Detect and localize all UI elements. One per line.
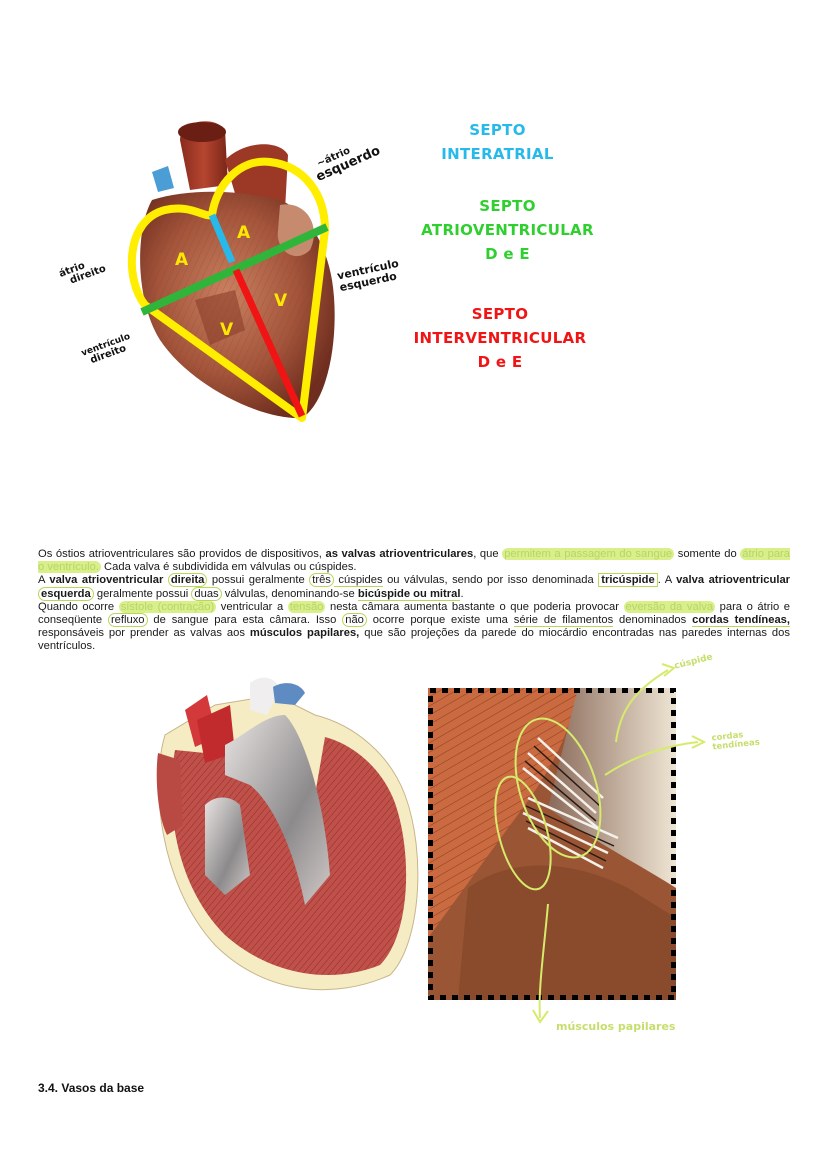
boxed-word: tricúspide bbox=[598, 573, 658, 588]
annotation-arrows bbox=[532, 663, 707, 1024]
region-label-ventricle-left: V bbox=[274, 291, 288, 311]
section-heading: 3.4. Vasos da base bbox=[38, 1081, 145, 1095]
region-label-atrium-left: A bbox=[237, 223, 251, 243]
heart-illustration: A A V V bbox=[127, 121, 335, 422]
circled-word: duas bbox=[191, 586, 222, 601]
circled-word: três bbox=[309, 573, 334, 588]
region-label-ventricle-right: V bbox=[220, 320, 234, 340]
legend-septo-interventricular: SEPTO INTERVENTRICULAR D e E bbox=[413, 305, 587, 371]
heart-septa-diagram: A A V V ~átrio esquerdo átrio direito ve… bbox=[40, 100, 420, 430]
legend-septo-atrioventricular: SEPTO ATRIOVENTRICULAR D e E bbox=[421, 197, 594, 263]
circled-word: não bbox=[342, 613, 367, 628]
chordae-tendineae-zoom-illustration bbox=[427, 687, 677, 1001]
annotation-musculos-papilares: músculos papilares bbox=[556, 1020, 676, 1033]
highlight: tensão bbox=[287, 600, 326, 613]
highlight: sístole (contração) bbox=[118, 600, 217, 613]
highlight: eversão da valva bbox=[623, 600, 716, 613]
region-label-atrium-right: A bbox=[175, 250, 189, 270]
circled-word: direita bbox=[167, 573, 208, 588]
heart-cross-section-illustration bbox=[155, 675, 425, 1000]
zoom-detail-image bbox=[427, 687, 677, 1001]
paragraph-2: A valva atrioventricular direita possui … bbox=[38, 573, 791, 601]
body-paragraph: Os óstios atrioventriculares são provido… bbox=[38, 548, 790, 654]
heart-section-image bbox=[156, 677, 419, 991]
circled-word: esquerda bbox=[38, 586, 94, 601]
paragraph-1: Os óstios atrioventriculares são provido… bbox=[38, 548, 790, 574]
paragraph-3: Quando ocorre sístole (contração) ventri… bbox=[38, 600, 790, 653]
circled-word: refluxo bbox=[107, 613, 148, 628]
legend-septo-interatrial: SEPTO INTERATRIAL bbox=[441, 121, 554, 163]
highlight: permitem a passagem do sangue bbox=[502, 548, 675, 560]
